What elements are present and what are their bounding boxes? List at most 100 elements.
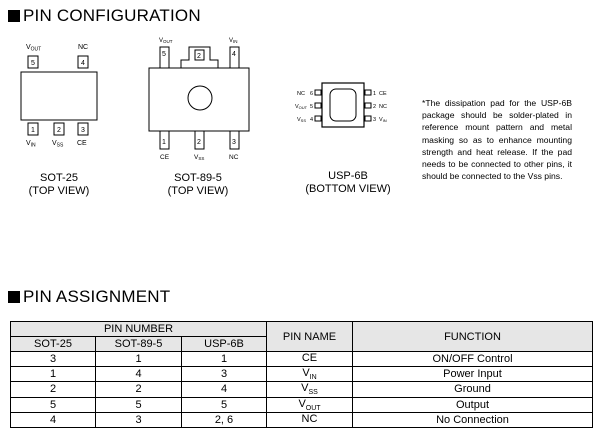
pin-name-header: PIN NAME	[266, 321, 353, 352]
sot89-column-header: SOT-89-5	[95, 336, 182, 352]
svg-text:VOUT: VOUT	[159, 38, 173, 44]
sot25-label-vout: V	[26, 44, 31, 51]
usp6b-pin-1	[364, 89, 372, 96]
usp6b-label-vss-sub: SS	[301, 118, 307, 123]
sot89-cell: 3	[95, 411, 182, 428]
svg-text:VSS: VSS	[297, 117, 306, 123]
sot25-cell: 1	[10, 366, 96, 383]
usp6b-column-header: USP-6B	[181, 336, 267, 352]
sot25-pin-2-number: 2	[57, 127, 61, 134]
sot25-cell: 2	[10, 381, 96, 398]
usp6b-label-nc-right: NC	[379, 104, 387, 110]
sot89-mark	[187, 85, 213, 111]
svg-text:VSS: VSS	[194, 154, 204, 161]
pin-name-cell: VOUT	[266, 396, 353, 413]
sot89-cell: 2	[95, 381, 182, 398]
sot89-label-vin-sub: IN	[233, 39, 238, 44]
usp6b-cell: 5	[181, 396, 267, 413]
sot89-label-vin: V	[229, 38, 233, 44]
pin-name-cell: VIN	[266, 366, 353, 383]
pin-name-cell: CE	[266, 350, 353, 368]
sot25-cell: 5	[10, 396, 96, 413]
sot25-pin-5	[27, 55, 39, 69]
usp6b-pin-4	[314, 115, 322, 122]
sot89-cell: 4	[95, 366, 182, 383]
sot25-pin-1	[27, 122, 39, 136]
table-subheader-row: SOT-25 SOT-89-5 USP-6B	[10, 336, 593, 352]
function-cell: Output	[352, 396, 593, 413]
pin-number-header: PIN NUMBER	[10, 321, 267, 337]
sot89-tab-pin-number: 2	[197, 53, 201, 60]
sot25-label-vss: V	[52, 140, 57, 147]
usp6b-label-ce: CE	[379, 91, 387, 97]
sot89-pin-4-number: 4	[232, 51, 236, 58]
sot89-pin-2-number: 2	[197, 139, 201, 146]
usp6b-cell: 4	[181, 381, 267, 398]
square-bullet-icon	[8, 10, 20, 22]
sot25-pin-2	[53, 122, 65, 136]
sot89-label-vout-sub: OUT	[163, 39, 173, 44]
sot89-package-diagram: VOUT VIN 5 4 2 1 2 3 CE VSS NC	[148, 38, 250, 161]
square-bullet-icon	[8, 291, 20, 303]
usp6b-pin-2-number: 2	[373, 104, 376, 110]
sot25-label-vin-sub: IN	[31, 143, 36, 149]
sot25-pin-4	[77, 55, 89, 69]
sot25-pin-4-number: 4	[81, 60, 85, 67]
sot25-pin-5-number: 5	[31, 60, 35, 67]
svg-text:VOUT: VOUT	[26, 44, 41, 53]
sot25-label-ce: CE	[77, 140, 87, 147]
table-row: 2 2 4 VSS Ground	[10, 381, 593, 398]
usp6b-cell: 1	[181, 350, 267, 368]
usp6b-label-vout: V	[295, 104, 299, 110]
table-row: 1 4 3 VIN Power Input	[10, 366, 593, 383]
pin-assignment-table: PIN NUMBER PIN NAME FUNCTION SOT-25 SOT-…	[10, 321, 593, 428]
sot25-label-vss-sub: SS	[57, 143, 64, 149]
usp6b-pin-2	[364, 102, 372, 109]
svg-text:VOUT: VOUT	[295, 104, 308, 110]
dissipation-pad-note: *The dissipation pad for the USP-6B pack…	[422, 98, 572, 182]
usp6b-pin-5-number: 5	[310, 104, 313, 110]
usp6b-cell: 3	[181, 366, 267, 383]
sot25-label-vin: V	[26, 140, 31, 147]
svg-text:VIN: VIN	[26, 140, 36, 148]
sot25-cell: 4	[10, 411, 96, 428]
sot25-column-header: SOT-25	[10, 336, 96, 352]
pin-configuration-heading: PIN CONFIGURATION	[8, 6, 201, 26]
sot25-caption: SOT-25 (TOP VIEW)	[28, 172, 90, 197]
usp6b-pin-1-number: 1	[373, 91, 376, 97]
sot89-pin-1-number: 1	[162, 139, 166, 146]
sot25-package-diagram: VOUT NC 5 4 1 2 3 VIN VSS CE	[20, 44, 98, 148]
usp6b-thermal-pad	[329, 88, 357, 122]
sot89-pin-1	[159, 130, 170, 150]
pin-name-cell: NC	[266, 411, 353, 428]
usp6b-pin-6-number: 6	[310, 91, 313, 97]
svg-text:VSS: VSS	[52, 140, 64, 148]
sot89-cell: 1	[95, 350, 182, 368]
table-header-row: PIN NUMBER PIN NAME FUNCTION	[10, 321, 593, 352]
sot25-label-vout-sub: OUT	[31, 47, 42, 53]
usp6b-pin-3	[364, 115, 372, 122]
sot89-tab-pin	[194, 49, 205, 61]
sot89-label-vss-sub: SS	[198, 156, 204, 161]
function-cell: ON/OFF Control	[352, 350, 593, 368]
sot89-caption: SOT-89-5 (TOP VIEW)	[167, 172, 229, 197]
sot89-pin-3	[229, 130, 240, 150]
sot89-label-ce: CE	[160, 154, 170, 161]
function-cell: Power Input	[352, 366, 593, 383]
usp6b-pin-5	[314, 102, 322, 109]
usp6b-pin-6	[314, 89, 322, 96]
usp6b-caption: USP-6B (BOTTOM VIEW)	[305, 170, 391, 195]
sot25-body	[20, 71, 98, 121]
sot89-label-vss: V	[194, 154, 199, 161]
usp6b-label-nc-left: NC	[297, 91, 305, 97]
usp6b-label-vin-sub: IN	[383, 118, 387, 123]
sot25-pin-1-number: 1	[31, 127, 35, 134]
svg-text:VIN: VIN	[379, 117, 387, 123]
table-row: 5 5 5 VOUT Output	[10, 396, 593, 413]
usp6b-package-diagram: NC 6 VOUT 5 VSS 4 1 CE 2 NC 3 VIN	[295, 82, 387, 128]
pin-name-cell: VSS	[266, 381, 353, 398]
usp6b-pin-3-number: 3	[373, 117, 376, 123]
pin-assignment-heading: PIN ASSIGNMENT	[8, 287, 170, 307]
sot89-pin-3-number: 3	[232, 139, 236, 146]
svg-text:VIN: VIN	[229, 38, 238, 44]
